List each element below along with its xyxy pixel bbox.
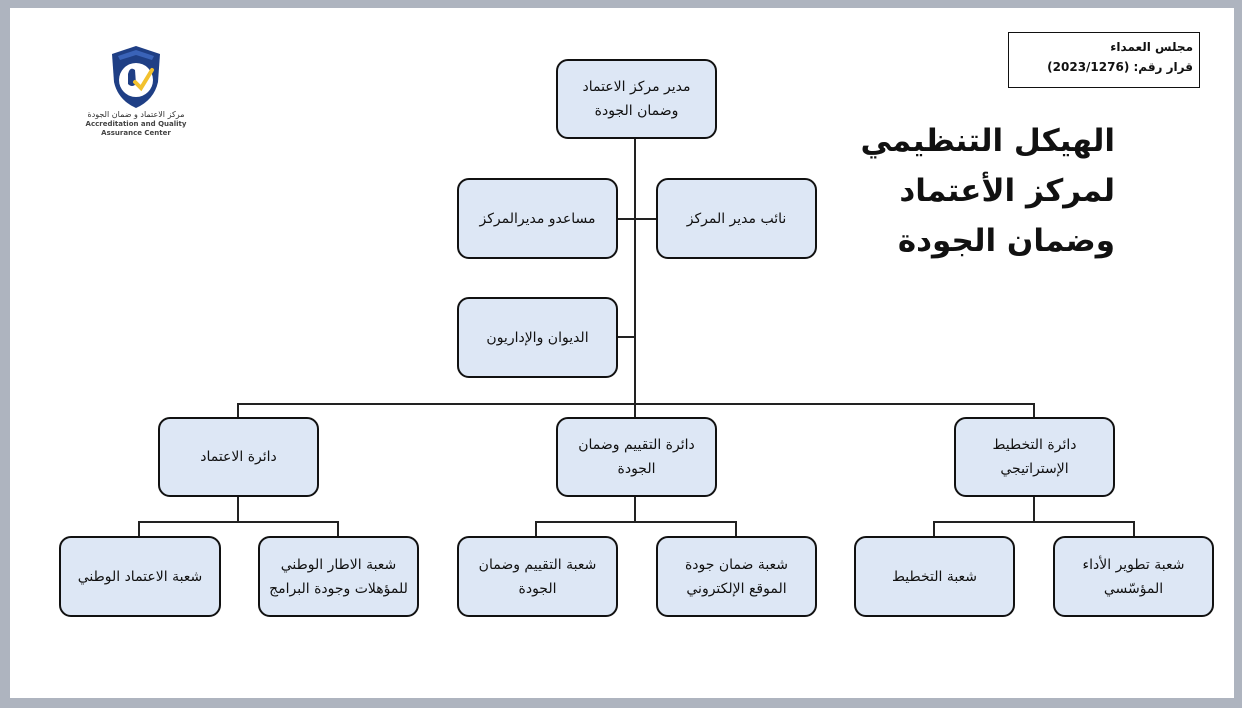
connector-evaluation-bar (535, 521, 736, 523)
node-eweb-quality-label: شعبة ضمان جودة الموقع الإلكتروني (684, 556, 789, 597)
connector-planning (933, 521, 935, 538)
connector-eval-quality (535, 521, 537, 538)
node-evaluation-dept: دائرة التقييم وضمان الجودة (556, 417, 717, 497)
connector-eweb-quality (735, 521, 737, 538)
node-evaluation-dept-label: دائرة التقييم وضمان الجودة (578, 437, 695, 477)
node-eval-quality-label: شعبة التقييم وضمان الجودة (478, 556, 597, 597)
connector-inst-perf (1133, 521, 1135, 538)
node-director-label: مدير مركز الاعتماد وضمان الجودة (582, 79, 691, 119)
node-director: مدير مركز الاعتماد وضمان الجودة (556, 59, 717, 139)
node-nqf: شعبة الاطار الوطني للمؤهلات وجودة البرام… (258, 536, 419, 617)
title-line-1: الهيكل التنظيمي (860, 123, 1115, 159)
document-page: مركز الاعتماد و ضمان الجودة Accreditatio… (10, 8, 1234, 698)
logo-english-line-1: Accreditation and Quality (85, 120, 187, 128)
connector-admin (616, 336, 634, 338)
connector-assistants (616, 218, 656, 220)
node-strategic-dept: دائرة التخطيط الإستراتيجي (954, 417, 1115, 497)
shield-logo-icon (112, 46, 160, 108)
node-planning: شعبة التخطيط (854, 536, 1015, 617)
chart-title: الهيكل التنظيمي لمركز الأعتماد وضمان الج… (845, 116, 1115, 266)
connector-departments-bar (237, 403, 1034, 405)
logo-arabic-text: مركز الاعتماد و ضمان الجودة (87, 110, 185, 119)
connector-strategic-bar (933, 521, 1134, 523)
connector-main-trunk (634, 138, 636, 404)
council-decision-box: مجلس العمداء قرار رقم: (2023/1276) (1008, 32, 1200, 88)
council-name: مجلس العمداء (1110, 40, 1193, 54)
node-admin: الديوان والإداريون (457, 297, 618, 378)
center-logo: مركز الاعتماد و ضمان الجودة Accreditatio… (76, 44, 196, 138)
node-assistants-label: مساعدو مديرالمركز (479, 210, 596, 227)
node-accreditation-dept-label: دائرة الاعتماد (200, 449, 277, 465)
node-deputy-label: نائب مدير المركز (686, 210, 787, 227)
connector-accreditation-down (237, 494, 239, 522)
node-inst-perf: شعبة تطوير الأداء المؤسّسي (1053, 536, 1214, 617)
connector-accreditation-dept (237, 403, 239, 419)
node-accreditation-dept: دائرة الاعتماد (158, 417, 319, 497)
node-nqf-label: شعبة الاطار الوطني للمؤهلات وجودة البرام… (269, 556, 408, 597)
decision-number: قرار رقم: (2023/1276) (1047, 60, 1193, 74)
node-admin-label: الديوان والإداريون (486, 329, 589, 346)
title-line-2: لمركز الأعتماد (899, 173, 1115, 209)
title-line-3: وضمان الجودة (897, 223, 1115, 259)
connector-strategic-dept (1033, 403, 1035, 419)
logo-english-line-2: Assurance Center (101, 129, 171, 137)
node-strategic-dept-label: دائرة التخطيط الإستراتيجي (992, 437, 1077, 477)
connector-nqf (337, 521, 339, 538)
connector-evaluation-dept (634, 403, 636, 419)
connector-strategic-down (1033, 494, 1035, 522)
node-deputy: نائب مدير المركز (656, 178, 817, 259)
node-inst-perf-label: شعبة تطوير الأداء المؤسّسي (1082, 556, 1185, 597)
connector-national-accr (138, 521, 140, 538)
node-eval-quality: شعبة التقييم وضمان الجودة (457, 536, 618, 617)
node-planning-label: شعبة التخطيط (891, 568, 978, 585)
connector-accreditation-bar (138, 521, 338, 523)
connector-evaluation-down (634, 494, 636, 522)
node-national-accr: شعبة الاعتماد الوطني (59, 536, 221, 617)
node-eweb-quality: شعبة ضمان جودة الموقع الإلكتروني (656, 536, 817, 617)
node-assistants: مساعدو مديرالمركز (457, 178, 618, 259)
node-national-accr-label: شعبة الاعتماد الوطني (77, 568, 203, 585)
